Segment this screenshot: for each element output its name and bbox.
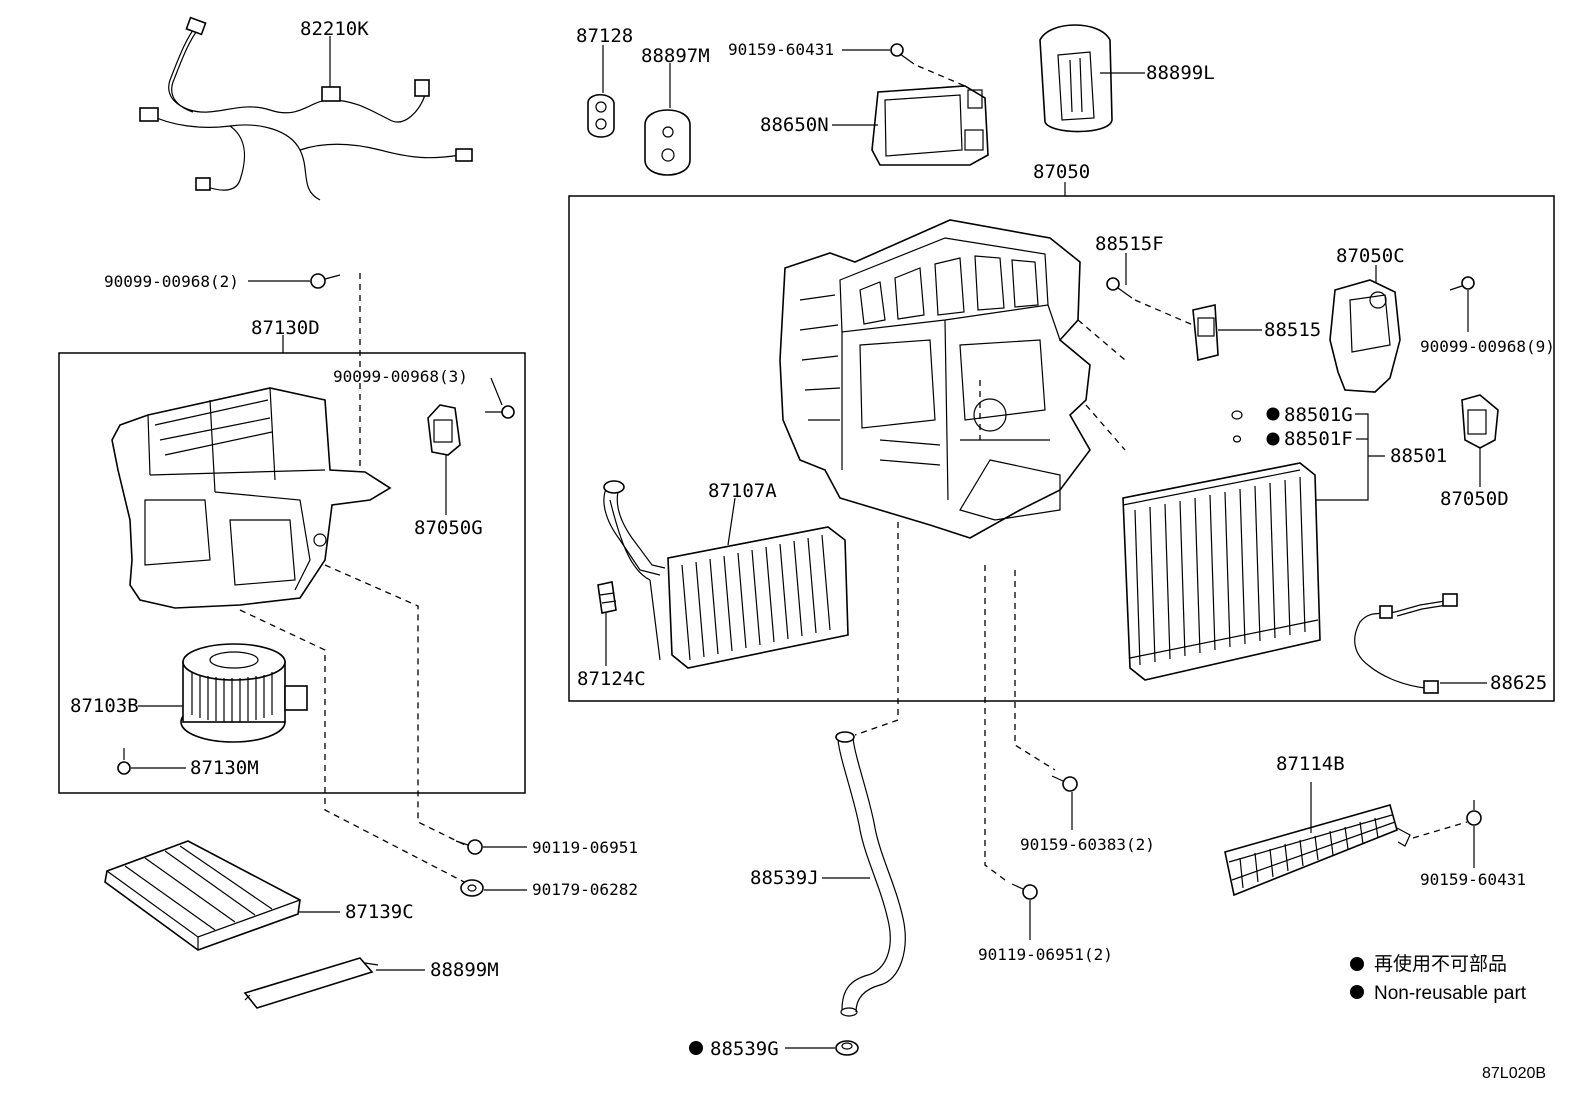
hvac-unit-87050 bbox=[779, 219, 1091, 539]
label-87130m: 87130M bbox=[190, 757, 259, 779]
label-87107a: 87107A bbox=[708, 480, 777, 502]
label-88897m: 88897M bbox=[641, 45, 710, 67]
label-88539g: 88539G bbox=[710, 1038, 779, 1060]
legend-english: Non-reusable part bbox=[1374, 983, 1527, 1004]
non-reusable-dot-icon bbox=[1350, 985, 1364, 999]
non-reusable-dot-icon bbox=[1350, 957, 1364, 971]
actuator-87050g bbox=[427, 404, 461, 456]
ecu-88650n bbox=[871, 85, 989, 166]
label-87128: 87128 bbox=[576, 25, 633, 47]
bolt-90099-00968-3 bbox=[485, 405, 515, 419]
heater-core-87107a bbox=[603, 480, 849, 669]
actuator-87050d bbox=[1461, 394, 1499, 449]
legend-japanese: 再使用不可部品 bbox=[1374, 953, 1507, 975]
label-88501f: 88501F bbox=[1284, 428, 1353, 450]
legend: 再使用不可部品 Non-reusable part bbox=[1350, 953, 1527, 1004]
bolt-90159-60431-right bbox=[1466, 800, 1482, 826]
heater-87114b bbox=[1224, 804, 1411, 897]
blower-case-87130d bbox=[111, 387, 392, 609]
label-90159-60431-top: 90159-60431 bbox=[728, 40, 834, 59]
grommet-88539g bbox=[835, 1040, 859, 1056]
bolt-90099-00968-2 bbox=[310, 273, 341, 289]
screw-87130m bbox=[117, 748, 131, 775]
filter-87139c bbox=[104, 840, 301, 951]
cover-88899l bbox=[1039, 24, 1113, 133]
label-87050d: 87050D bbox=[1440, 488, 1509, 510]
label-88515: 88515 bbox=[1264, 319, 1321, 341]
label-87050c: 87050C bbox=[1336, 245, 1405, 267]
o-ring-88501g bbox=[1231, 407, 1280, 421]
label-87050g: 87050G bbox=[414, 517, 483, 539]
label-88899l: 88899L bbox=[1146, 62, 1215, 84]
evaporator-88501 bbox=[1122, 462, 1321, 681]
bolt-90119-06951 bbox=[455, 839, 483, 855]
label-87124c: 87124C bbox=[577, 668, 646, 690]
o-ring-88501f bbox=[1232, 432, 1280, 446]
label-90159-60431-right: 90159-60431 bbox=[1420, 870, 1526, 889]
label-90179-06282: 90179-06282 bbox=[532, 880, 638, 899]
label-87130d: 87130D bbox=[251, 317, 320, 339]
frame-87050 bbox=[568, 195, 1555, 702]
frame-87130d bbox=[58, 352, 526, 794]
label-88515f: 88515F bbox=[1095, 233, 1164, 255]
label-88501: 88501 bbox=[1390, 445, 1447, 467]
label-90119-06951-2: 90119-06951(2) bbox=[978, 945, 1113, 964]
label-88650n: 88650N bbox=[760, 114, 829, 136]
label-87114b: 87114B bbox=[1276, 753, 1345, 775]
label-87103b: 87103B bbox=[70, 695, 139, 717]
cover-88899m bbox=[243, 957, 379, 1009]
label-88899m: 88899M bbox=[430, 959, 499, 981]
label-90159-60383-2: 90159-60383(2) bbox=[1020, 835, 1155, 854]
drain-hose-88539j bbox=[835, 731, 906, 1017]
bolt-90099-00968-9 bbox=[1449, 276, 1475, 291]
label-90099-00968-9: 90099-00968(9) bbox=[1420, 337, 1555, 356]
blower-motor-87103b bbox=[180, 643, 308, 743]
washer-90179-06282 bbox=[460, 879, 484, 897]
label-88501g: 88501G bbox=[1284, 404, 1353, 426]
grommet-87128 bbox=[587, 93, 615, 138]
label-90119-06951: 90119-06951 bbox=[532, 838, 638, 857]
bolt-90159-60383-2 bbox=[1051, 775, 1078, 792]
sensor-88625 bbox=[1354, 593, 1458, 694]
label-88625: 88625 bbox=[1490, 672, 1547, 694]
actuator-87050c bbox=[1329, 279, 1401, 393]
bolt-90159-60431-top bbox=[890, 43, 915, 65]
bolt-90119-06951-2 bbox=[1011, 883, 1038, 900]
diagram-code: 87L020B bbox=[1482, 1065, 1546, 1082]
label-87139c: 87139C bbox=[345, 901, 414, 923]
label-82210k: 82210K bbox=[300, 18, 369, 40]
expansion-valve-88515 bbox=[1192, 304, 1219, 362]
wire-harness-82210k bbox=[139, 16, 473, 201]
label-90099-00968-3: 90099-00968(3) bbox=[333, 367, 468, 386]
grommet-88897m bbox=[644, 109, 691, 176]
label-90099-00968-2: 90099-00968(2) bbox=[104, 272, 239, 291]
label-88539j: 88539J bbox=[750, 867, 819, 889]
bolt-88515f bbox=[1106, 277, 1133, 299]
clip-87124c bbox=[597, 581, 617, 614]
label-87050: 87050 bbox=[1033, 161, 1090, 183]
